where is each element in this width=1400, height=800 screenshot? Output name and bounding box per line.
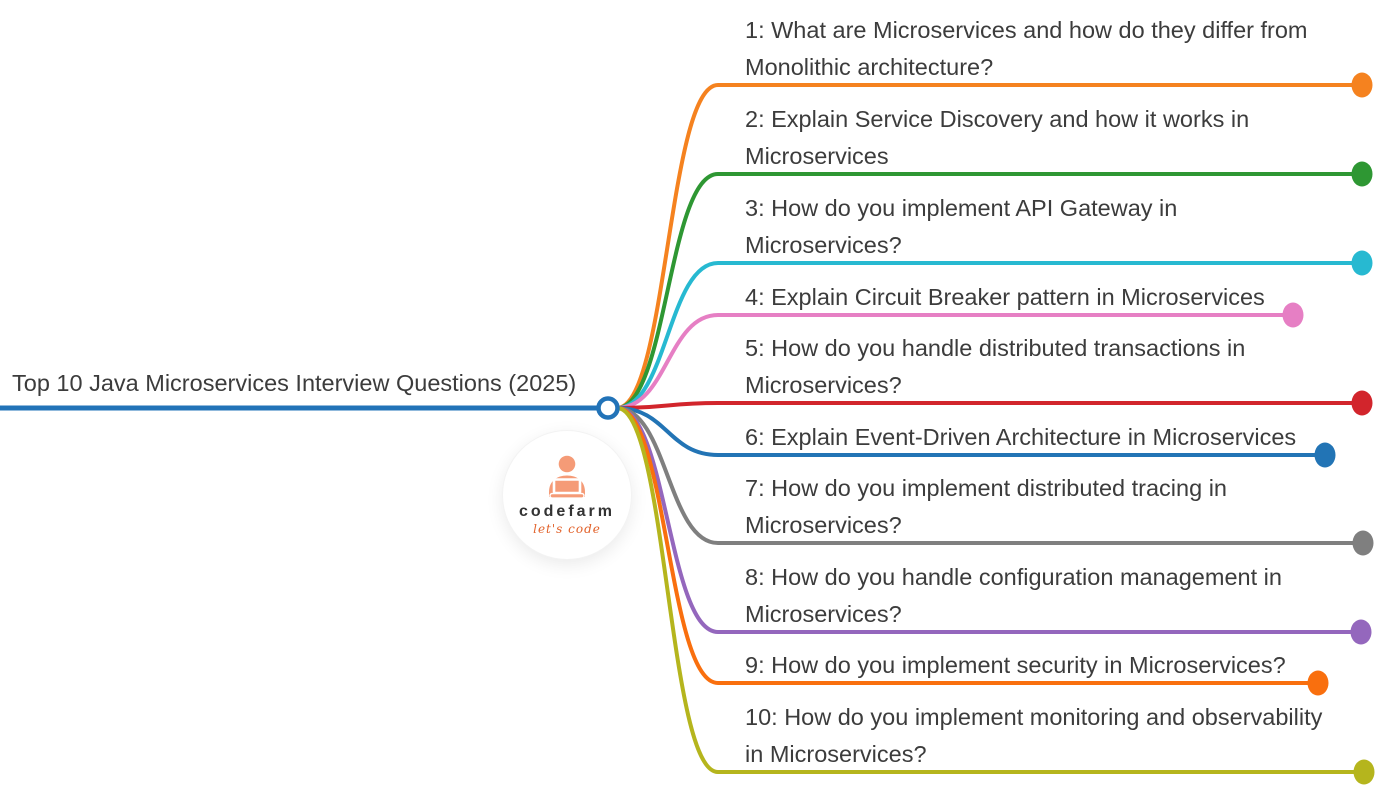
branch-2-label-line1: 2: Explain Service Discovery and how it … [745, 106, 1250, 132]
branch-4-node-dot[interactable] [1282, 302, 1304, 328]
codefarm-logo: codefarm let's code [503, 431, 631, 559]
branch-9-label: 9: How do you implement security in Micr… [745, 647, 1363, 684]
branch-2-label: 2: Explain Service Discovery and how it … [745, 101, 1363, 175]
branch-5-label-line1: 5: How do you handle distributed transac… [745, 335, 1246, 361]
root-hub-circle[interactable] [596, 396, 620, 420]
branch-10-label-line2: in Microservices? [745, 741, 927, 767]
branch-9-label-line1: 9: How do you implement security in Micr… [745, 652, 1286, 678]
branch-1-node-dot[interactable] [1351, 72, 1373, 98]
logo-tagline-text: let's code [533, 522, 601, 536]
branch-2-label-line2: Microservices [745, 143, 889, 169]
branch-1-label-line1: 1: What are Microservices and how do the… [745, 17, 1308, 43]
branch-1-label: 1: What are Microservices and how do the… [745, 12, 1363, 86]
branch-4-label-line1: 4: Explain Circuit Breaker pattern in Mi… [745, 284, 1265, 310]
branch-8-label: 8: How do you handle configuration manag… [745, 559, 1363, 633]
branch-10-label-line1: 10: How do you implement monitoring and … [745, 704, 1323, 730]
person-at-laptop-icon [549, 455, 585, 499]
branch-8-label-line2: Microservices? [745, 601, 902, 627]
branch-6-label: 6: Explain Event-Driven Architecture in … [745, 419, 1363, 456]
branch-3-label: 3: How do you implement API Gateway in M… [745, 190, 1363, 264]
branch-6-label-line1: 6: Explain Event-Driven Architecture in … [745, 424, 1297, 450]
branch-5-label-line2: Microservices? [745, 372, 902, 398]
branch-10-node-dot[interactable] [1353, 759, 1375, 785]
branch-3-node-dot[interactable] [1351, 250, 1373, 276]
branch-10-label: 10: How do you implement monitoring and … [745, 699, 1363, 773]
branch-5-label: 5: How do you handle distributed transac… [745, 330, 1363, 404]
branch-8-label-line1: 8: How do you handle configuration manag… [745, 564, 1282, 590]
branch-2-node-dot[interactable] [1351, 161, 1373, 187]
branch-7-label: 7: How do you implement distributed trac… [745, 470, 1363, 544]
root-node-label: Top 10 Java Microservices Interview Ques… [12, 370, 577, 396]
branch-7-label-line1: 7: How do you implement distributed trac… [745, 475, 1227, 501]
logo-brand-text: codefarm [518, 503, 616, 520]
branch-4-label: 4: Explain Circuit Breaker pattern in Mi… [745, 279, 1363, 316]
branch-3-label-line1: 3: How do you implement API Gateway in [745, 195, 1178, 221]
branch-3-label-line2: Microservices? [745, 232, 902, 258]
branch-1-label-line2: Monolithic architecture? [745, 54, 994, 80]
branch-7-label-line2: Microservices? [745, 512, 902, 538]
